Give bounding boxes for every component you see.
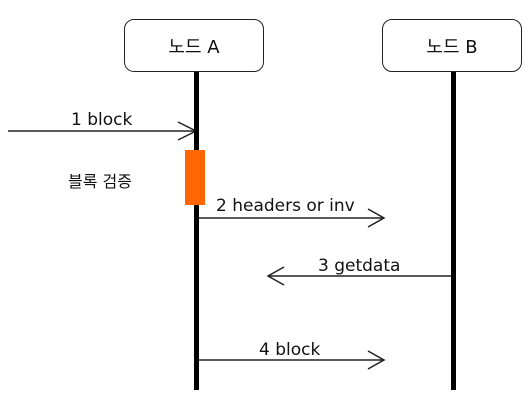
message-1-label: 1 block	[71, 110, 133, 130]
activation-note: 블록 검증	[68, 172, 132, 191]
node-b-label: 노드 B	[426, 36, 478, 58]
lifeline-node-b	[451, 72, 456, 390]
message-4-label: 4 block	[259, 340, 321, 360]
message-2-arrow	[199, 208, 386, 228]
message-4-arrow	[199, 350, 386, 370]
node-a-box: 노드 A	[124, 19, 264, 72]
activation-bar-node-a	[185, 150, 205, 205]
lifeline-node-a	[194, 72, 199, 390]
message-3-label: 3 getdata	[318, 256, 401, 276]
message-3-arrow	[266, 266, 451, 286]
message-2-label: 2 headers or inv	[216, 196, 355, 216]
node-a-label: 노드 A	[168, 36, 220, 58]
node-b-box: 노드 B	[382, 19, 522, 72]
